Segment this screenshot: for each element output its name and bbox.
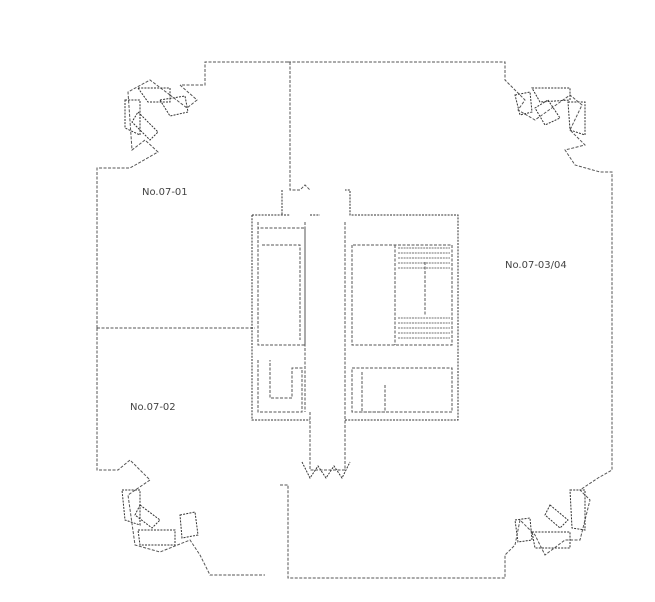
corner-detail-bottom-left (121, 489, 199, 546)
stair-upper (398, 247, 450, 269)
unit-label-07-02: No.07-02 (130, 402, 176, 413)
stair-lower (398, 317, 450, 339)
unit-label-07-01: No.07-01 (142, 187, 188, 198)
corner-detail-top-left (124, 87, 189, 141)
corner-detail-bottom-right (514, 489, 586, 549)
corner-detail-top-right (514, 87, 586, 136)
top-divider-wall (289, 62, 311, 191)
unit-label-07-03-04: No.07-03/04 (505, 260, 567, 271)
right-unit-outline (287, 61, 613, 579)
left-units-outline (96, 61, 288, 576)
central-core (251, 189, 459, 479)
